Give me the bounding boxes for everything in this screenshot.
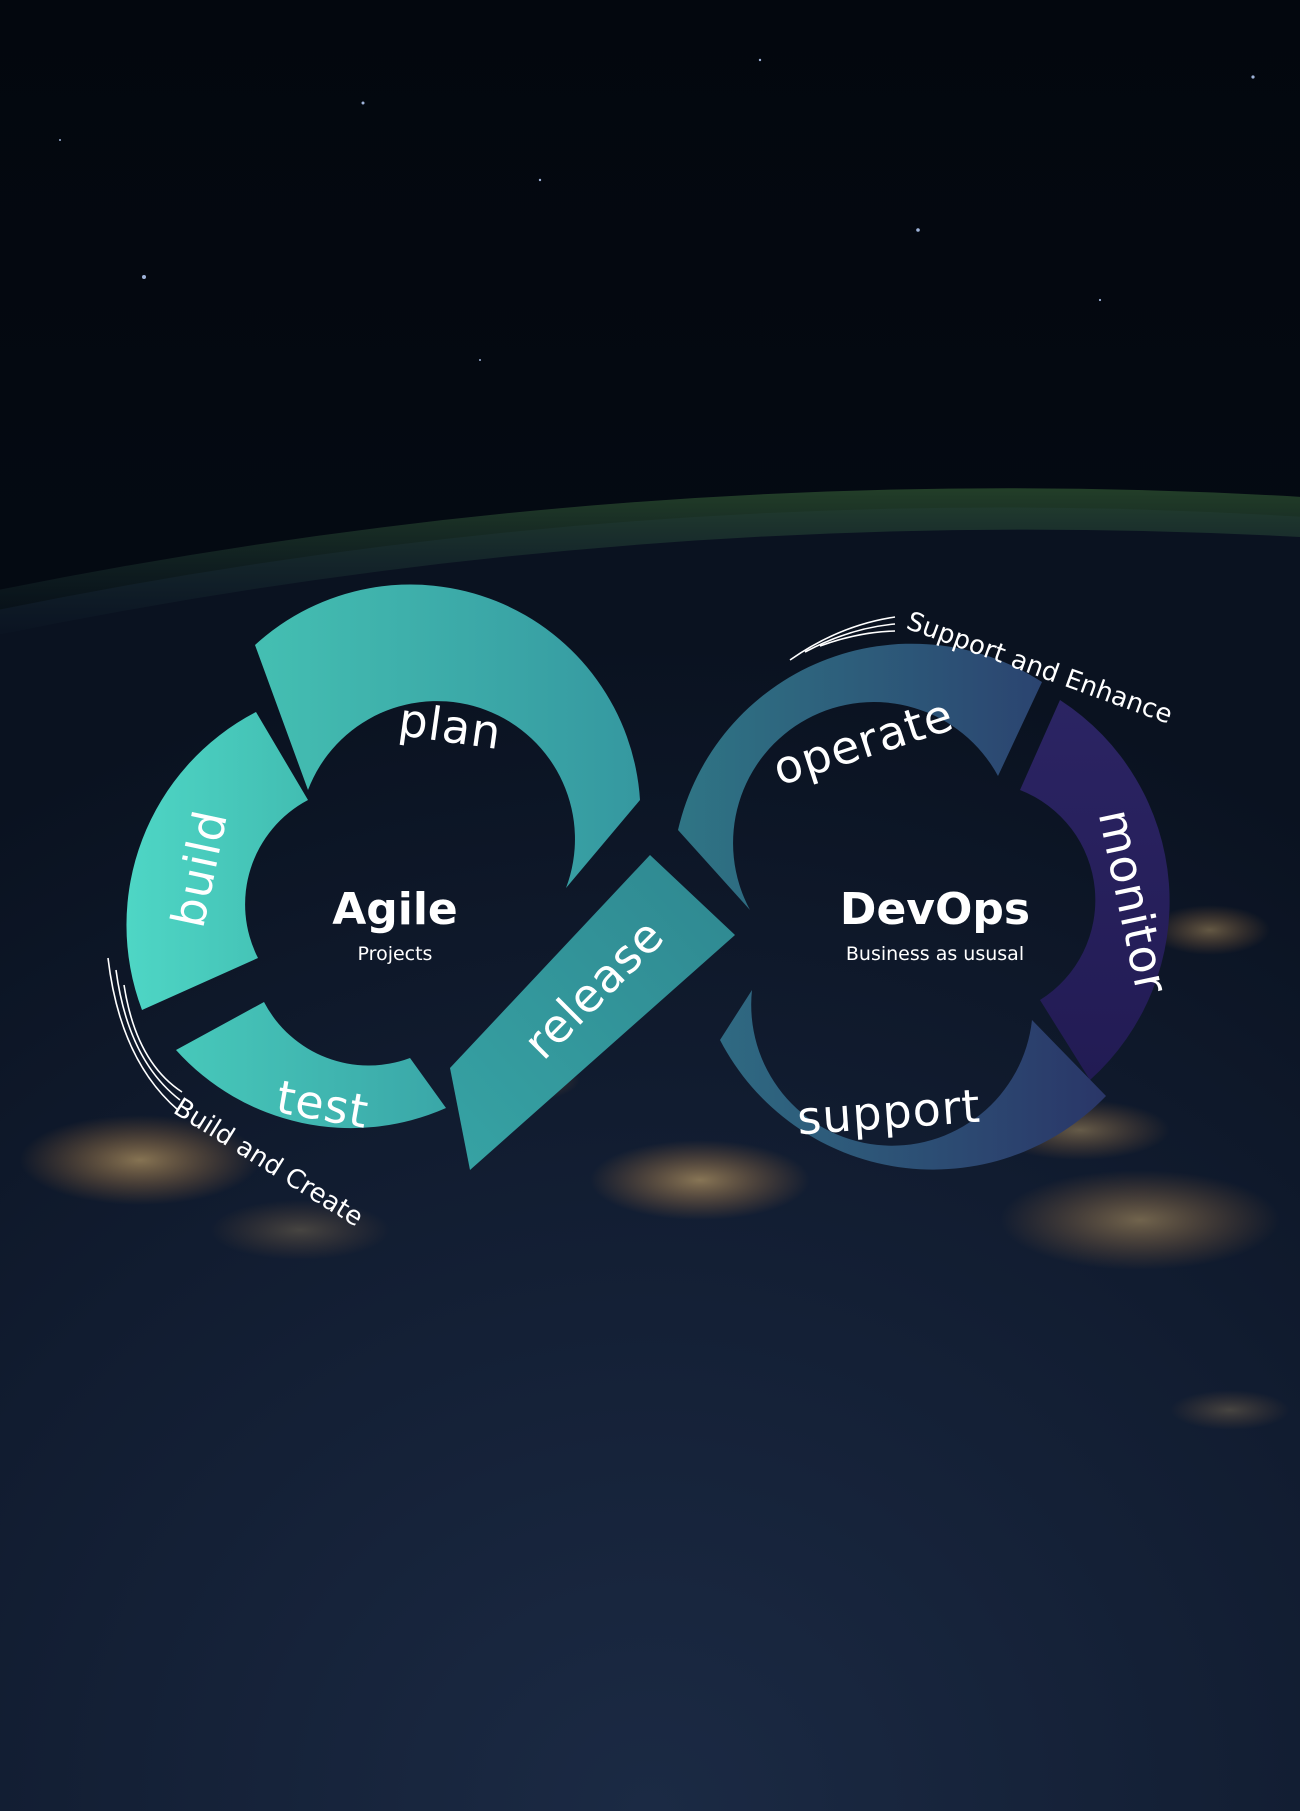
- speed-lines-left: [107, 957, 183, 1111]
- stage-support-segment[interactable]: [720, 990, 1106, 1170]
- stage-release-segment[interactable]: [450, 855, 735, 1170]
- devops-hub-subtitle: Business as ususal: [846, 943, 1024, 965]
- agile-loop: [126, 584, 640, 1129]
- stage-monitor-segment[interactable]: [1020, 700, 1170, 1080]
- agile-hub-title: Agile: [332, 884, 458, 935]
- atmosphere-band: [0, 488, 1300, 635]
- agile-hub-subtitle: Projects: [358, 943, 433, 965]
- stage-build-segment[interactable]: [126, 712, 308, 1010]
- devops-hub-title: DevOps: [840, 884, 1030, 935]
- stage-plan-segment[interactable]: [255, 584, 640, 888]
- stars: [59, 58, 1255, 361]
- stage-support-label: support: [795, 1079, 982, 1146]
- devops-loop: [678, 643, 1170, 1170]
- stage-test-segment[interactable]: [176, 1002, 446, 1129]
- speed-lines-right: [789, 616, 896, 661]
- stage-operate-segment[interactable]: [678, 643, 1042, 910]
